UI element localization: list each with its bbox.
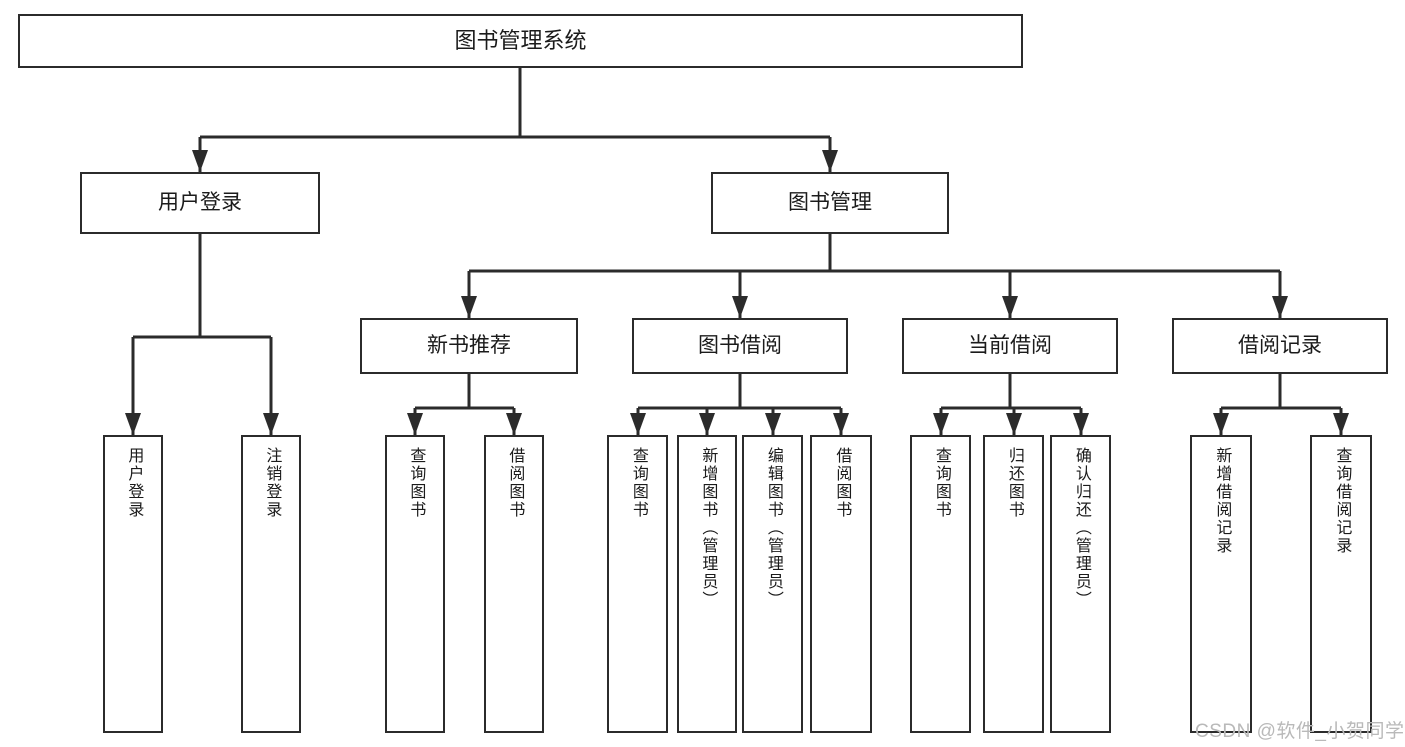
arrowhead-leaf-rec-borrow [506,413,522,435]
node-leaf-borrow-add: 新增图书（管理员） [677,435,737,733]
node-label-new-book-rec: 新书推荐 [427,333,511,357]
node-label-root: 图书管理系统 [454,28,587,54]
node-label-leaf-borrow-lend: 借阅图书 [833,447,851,519]
node-new-book-rec: 新书推荐 [360,318,578,374]
node-label-user-login: 用户登录 [158,190,242,214]
node-leaf-rec-query: 查询图书 [385,435,445,733]
node-label-book-manage: 图书管理 [788,190,872,214]
node-label-leaf-cur-return: 归还图书 [1005,447,1023,519]
node-label-leaf-borrow-query: 查询图书 [629,447,647,519]
node-leaf-cur-confirm: 确认归还（管理员） [1050,435,1111,733]
arrowhead-leaf-borrow-query [630,413,646,435]
arrowhead-leaf-cur-confirm [1073,413,1089,435]
node-leaf-rec-search: 查询借阅记录 [1310,435,1372,733]
node-label-leaf-rec-add: 新增借阅记录 [1213,447,1231,555]
arrowhead-leaf-borrow-lend [833,413,849,435]
arrowhead-new-book-rec [461,296,477,318]
arrowhead-leaf-cur-return [1006,413,1022,435]
csdn-watermark: CSDN @软件_小贺同学 [1195,721,1405,742]
node-label-leaf-rec-borrow: 借阅图书 [506,447,524,519]
arrowhead-leaf-rec-query [407,413,423,435]
arrowhead-leaf-borrow-add [699,413,715,435]
arrowhead-current-borrow [1002,296,1018,318]
node-current-borrow: 当前借阅 [902,318,1118,374]
arrowhead-leaf-borrow-edit [765,413,781,435]
arrowhead-leaf-rec-add [1213,413,1229,435]
arrowhead-leaf-rec-search [1333,413,1349,435]
node-label-borrow-record: 借阅记录 [1238,333,1322,357]
node-user-login: 用户登录 [80,172,320,234]
node-leaf-borrow-edit: 编辑图书（管理员） [742,435,803,733]
node-leaf-rec-add: 新增借阅记录 [1190,435,1252,733]
node-label-leaf-cur-confirm: 确认归还（管理员） [1072,447,1090,609]
node-label-leaf-borrow-add: 新增图书（管理员） [699,447,717,609]
node-label-current-borrow: 当前借阅 [968,333,1052,357]
node-label-leaf-rec-search: 查询借阅记录 [1333,447,1351,555]
node-label-leaf-user-login: 用户登录 [125,447,143,519]
arrowhead-book-manage [822,150,838,172]
arrowhead-user-login [192,150,208,172]
node-label-leaf-borrow-edit: 编辑图书（管理员） [764,447,782,609]
node-book-borrow: 图书借阅 [632,318,848,374]
node-root: 图书管理系统 [18,14,1023,68]
arrowhead-leaf-user-login [125,413,141,435]
node-label-leaf-cur-query: 查询图书 [932,447,950,519]
node-leaf-user-login: 用户登录 [103,435,163,733]
node-borrow-record: 借阅记录 [1172,318,1388,374]
node-leaf-cur-return: 归还图书 [983,435,1044,733]
node-leaf-borrow-lend: 借阅图书 [810,435,872,733]
node-label-leaf-rec-query: 查询图书 [407,447,425,519]
arrowhead-book-borrow [732,296,748,318]
node-label-leaf-user-logout: 注销登录 [263,447,281,519]
node-leaf-user-logout: 注销登录 [241,435,301,733]
node-leaf-borrow-query: 查询图书 [607,435,668,733]
arrowhead-leaf-user-logout [263,413,279,435]
node-label-book-borrow: 图书借阅 [698,333,782,357]
node-book-manage: 图书管理 [711,172,949,234]
arrowhead-leaf-cur-query [933,413,949,435]
arrowhead-borrow-record [1272,296,1288,318]
node-leaf-cur-query: 查询图书 [910,435,971,733]
node-leaf-rec-borrow: 借阅图书 [484,435,544,733]
